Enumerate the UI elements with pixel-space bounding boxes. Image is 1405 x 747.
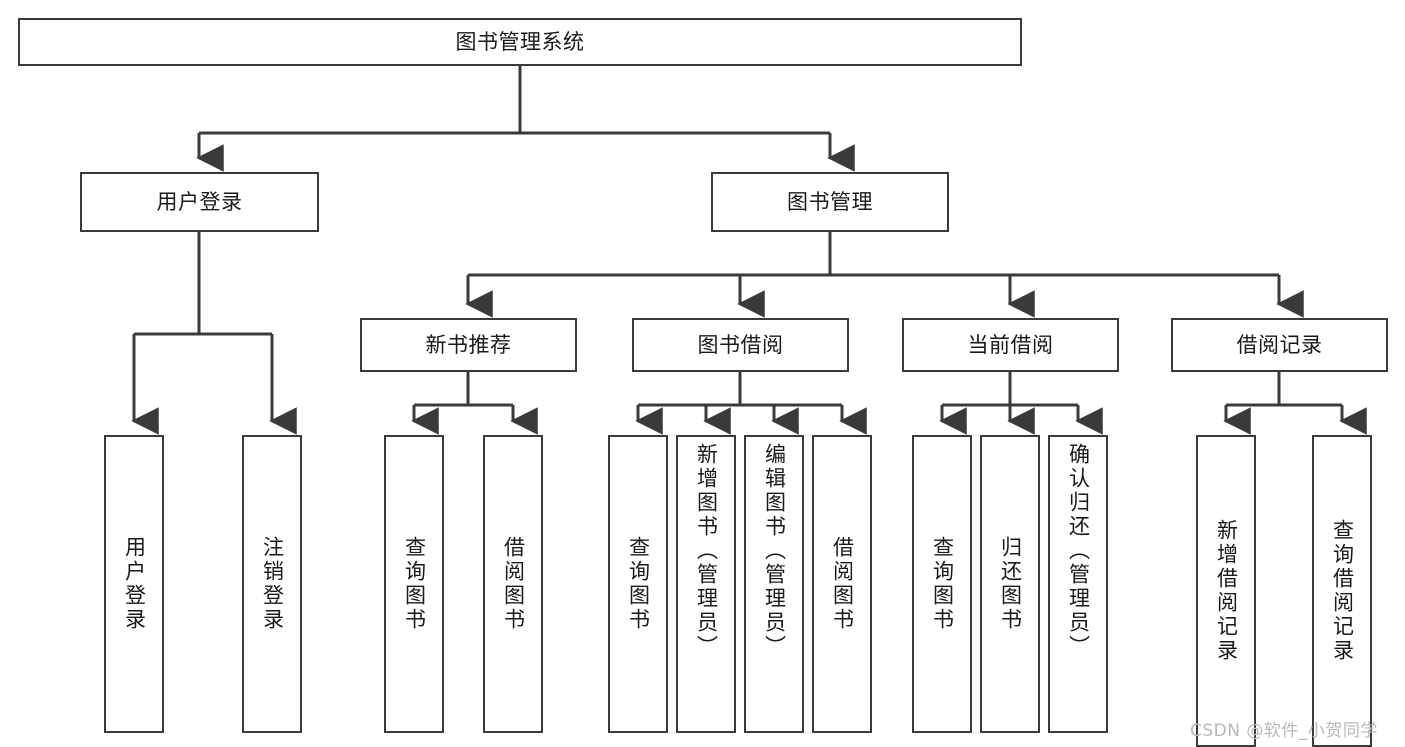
leaf-logout-login-label: 注销登录 (260, 536, 285, 632)
leaf-record-add-record-label: 新增借阅记录 (1214, 519, 1239, 663)
leaf-current-confirm-return-admin-label: 确认归还（管理员） (1066, 443, 1091, 659)
leaf-current-confirm-return-admin[interactable]: 确认归还（管理员） (1048, 435, 1108, 733)
leaf-user-login[interactable]: 用户登录 (104, 435, 164, 733)
node-root[interactable]: 图书管理系统 (18, 18, 1022, 66)
leaf-current-return-book-label: 归还图书 (998, 536, 1023, 632)
node-current-borrow-label: 当前借阅 (967, 332, 1054, 357)
node-book-borrow[interactable]: 图书借阅 (632, 318, 849, 372)
leaf-current-return-book[interactable]: 归还图书 (980, 435, 1040, 733)
node-user-login[interactable]: 用户登录 (80, 172, 319, 232)
leaf-borrow-query-book[interactable]: 查询图书 (608, 435, 668, 733)
node-new-book-recommend-label: 新书推荐 (425, 332, 512, 357)
leaf-recommend-query-book-label: 查询图书 (402, 536, 427, 632)
leaf-borrow-add-book-admin-label: 新增图书（管理员） (694, 443, 719, 659)
leaf-record-query-record-label: 查询借阅记录 (1330, 519, 1355, 663)
leaf-record-add-record[interactable]: 新增借阅记录 (1196, 435, 1256, 747)
node-current-borrow[interactable]: 当前借阅 (902, 318, 1119, 372)
node-book-borrow-label: 图书借阅 (697, 332, 784, 357)
leaf-record-query-record[interactable]: 查询借阅记录 (1312, 435, 1372, 747)
leaf-recommend-borrow-book-label: 借阅图书 (501, 536, 526, 632)
leaf-recommend-query-book[interactable]: 查询图书 (384, 435, 444, 733)
leaf-recommend-borrow-book[interactable]: 借阅图书 (483, 435, 543, 733)
leaf-current-query-book[interactable]: 查询图书 (912, 435, 972, 733)
node-root-label: 图书管理系统 (455, 29, 585, 54)
leaf-borrow-borrow-book-label: 借阅图书 (830, 536, 855, 632)
leaf-borrow-query-book-label: 查询图书 (626, 536, 651, 632)
node-new-book-recommend[interactable]: 新书推荐 (360, 318, 577, 372)
leaf-borrow-borrow-book[interactable]: 借阅图书 (812, 435, 872, 733)
leaf-user-login-label: 用户登录 (122, 536, 147, 632)
leaf-logout-login[interactable]: 注销登录 (242, 435, 302, 733)
node-book-manage-label: 图书管理 (787, 189, 873, 214)
node-borrow-record-label: 借阅记录 (1236, 332, 1323, 357)
node-book-manage[interactable]: 图书管理 (711, 172, 949, 232)
node-borrow-record[interactable]: 借阅记录 (1171, 318, 1388, 372)
leaf-current-query-book-label: 查询图书 (930, 536, 955, 632)
node-user-login-label: 用户登录 (156, 189, 243, 214)
leaf-borrow-edit-book-admin[interactable]: 编辑图书（管理员） (744, 435, 804, 733)
leaf-borrow-edit-book-admin-label: 编辑图书（管理员） (762, 443, 787, 659)
leaf-borrow-add-book-admin[interactable]: 新增图书（管理员） (676, 435, 736, 733)
